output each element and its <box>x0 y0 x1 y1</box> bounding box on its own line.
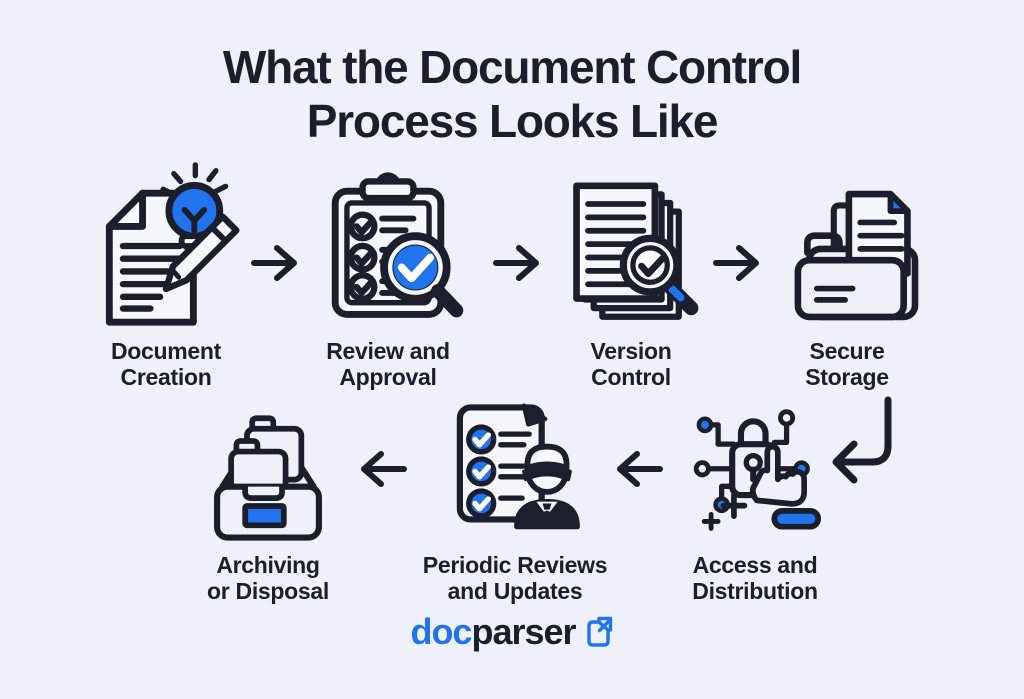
checklist-inspector-icon <box>400 394 630 546</box>
logo-text-doc: doc <box>410 611 472 652</box>
step-secure-storage: Secure Storage <box>752 156 942 390</box>
step-label-version-control: Version Control <box>590 338 672 390</box>
document-pencil-lightbulb-icon <box>66 156 266 332</box>
step-periodic-reviews-and-updates: Periodic Reviews and Updates <box>400 394 630 604</box>
logo-text-parser: parser <box>471 611 576 652</box>
docparser-document-icon <box>584 616 614 648</box>
step-archiving-or-disposal: Archiving or Disposal <box>168 394 368 604</box>
step-label-archiving-or-disposal: Archiving or Disposal <box>207 552 329 604</box>
step-document-creation: Document Creation <box>66 156 266 390</box>
step-version-control: Version Control <box>536 156 726 390</box>
step-label-periodic-reviews-and-updates: Periodic Reviews and Updates <box>422 552 608 604</box>
arrow-right-icon <box>712 240 764 286</box>
docparser-logo: docparser <box>0 614 1024 650</box>
step-label-document-creation: Document Creation <box>110 338 222 390</box>
archive-box-folders-icon <box>168 394 368 546</box>
step-review-and-approval: Review and Approval <box>288 156 488 390</box>
arrow-right-icon <box>250 240 302 286</box>
arrow-right-icon <box>492 240 544 286</box>
page-title: What the Document Control Process Looks … <box>0 40 1024 149</box>
arrow-return-down-left-icon <box>824 394 908 494</box>
docparser-wordmark: docparser <box>410 611 576 652</box>
page-title-line1: What the Document Control <box>222 41 802 93</box>
arrow-left-icon <box>356 446 408 492</box>
folder-with-document-icon <box>752 156 942 332</box>
stacked-documents-magnifier-icon <box>536 156 726 332</box>
step-label-secure-storage: Secure Storage <box>805 338 889 390</box>
lock-network-pointing-hand-icon <box>660 394 850 546</box>
step-label-review-and-approval: Review and Approval <box>326 338 450 390</box>
arrow-left-icon <box>612 446 664 492</box>
step-label-access-and-distribution: Access and Distribution <box>692 552 818 604</box>
clipboard-checklist-magnifier-icon <box>288 156 488 332</box>
page-title-line2: Process Looks Like <box>306 95 719 148</box>
step-access-and-distribution: Access and Distribution <box>660 394 850 604</box>
